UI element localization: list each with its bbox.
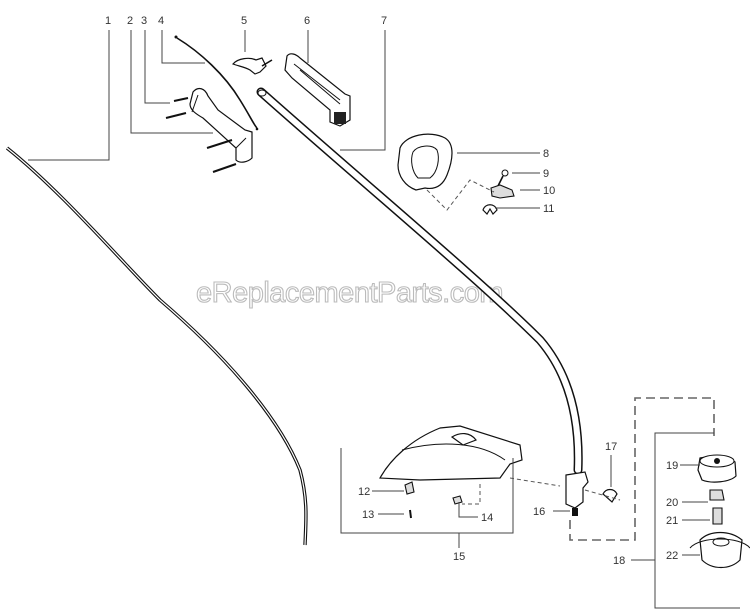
callout-20: 20: [666, 497, 678, 509]
part-12-clip[interactable]: [404, 481, 415, 495]
callout-4: 4: [158, 15, 164, 27]
assembly-line-14: [462, 484, 481, 505]
head-assembly-boundary: [569, 397, 715, 541]
part-1-drive-shaft[interactable]: [5, 146, 308, 546]
callout-7: 7: [381, 15, 387, 27]
callout-3: 3: [141, 15, 147, 27]
watermark-text: eReplacementParts.com: [196, 277, 503, 309]
callout-8: 8: [543, 148, 549, 160]
part-5-trigger[interactable]: [232, 57, 273, 75]
part-8-loop-handle[interactable]: [397, 133, 453, 191]
part-10-clamp[interactable]: [490, 184, 515, 199]
part-3-screws[interactable]: [165, 97, 237, 173]
assembly-line-8-10: [426, 179, 495, 211]
part-11-nut[interactable]: [482, 204, 498, 215]
callout-2: 2: [127, 15, 133, 27]
callout-19: 19: [666, 460, 678, 472]
callout-17: 17: [605, 441, 617, 453]
part-6-grip-bracket[interactable]: [284, 53, 351, 127]
part-4-throttle-cable[interactable]: [174, 35, 259, 131]
callout-12: 12: [358, 486, 370, 498]
callout-18: 18: [613, 555, 625, 567]
part-16-gearhead[interactable]: [565, 471, 589, 516]
part-14-bolt[interactable]: [452, 495, 463, 505]
part-21-eyelet[interactable]: [712, 507, 723, 525]
part-19-spool-cap[interactable]: [697, 454, 737, 483]
part-20-spring[interactable]: [709, 489, 725, 501]
part-22-spool[interactable]: [689, 531, 750, 569]
callout-15: 15: [453, 551, 465, 563]
part-13-screw[interactable]: [409, 509, 412, 519]
part-7-shaft-tube[interactable]: [256, 87, 583, 475]
callout-1: 1: [105, 15, 111, 27]
part-15-guard[interactable]: [379, 425, 523, 481]
assembly-line-guard: [509, 477, 561, 487]
part-9-bolt[interactable]: [497, 169, 509, 187]
callout-13: 13: [362, 509, 374, 521]
callout-16: 16: [533, 506, 545, 518]
callout-9: 9: [543, 168, 549, 180]
part-17-washer[interactable]: [602, 488, 618, 503]
callout-21: 21: [666, 515, 678, 527]
callout-11: 11: [543, 203, 554, 215]
callout-22: 22: [666, 550, 678, 562]
callout-10: 10: [543, 185, 555, 197]
part-2-handle[interactable]: [189, 87, 253, 163]
callout-14: 14: [481, 512, 493, 524]
callout-5: 5: [241, 15, 247, 27]
callout-6: 6: [304, 15, 310, 27]
assembly-line-17: [584, 489, 621, 501]
